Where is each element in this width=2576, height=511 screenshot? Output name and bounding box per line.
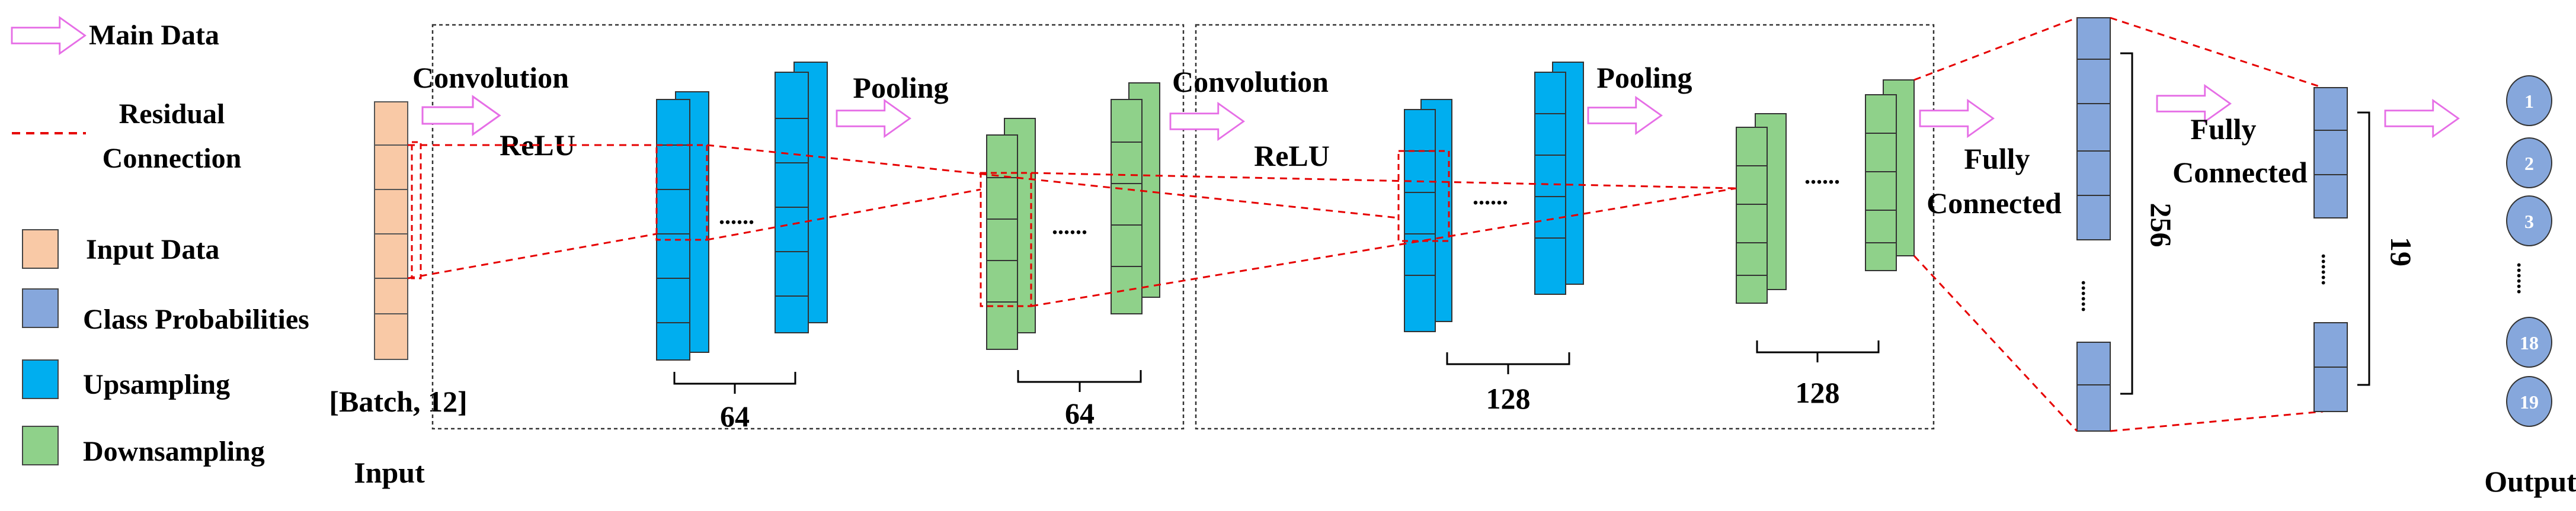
block2-conv-feature-map-first <box>1404 99 1452 332</box>
output-node-1 <box>2506 75 2552 126</box>
block1-pool-feature-map-first <box>986 118 1036 350</box>
block1-conv-receptive-field <box>655 144 708 241</box>
block2-main-arrow-pool <box>1587 97 1662 134</box>
fc1-size: 256 <box>2145 203 2178 248</box>
block1-conv-channels: 64 <box>720 400 750 433</box>
block2-relu-label: ReLU <box>1254 139 1330 172</box>
conv-block-2-frame <box>1195 24 1935 430</box>
block1-conv-label: Convolution <box>412 61 569 94</box>
legend-input-data-label: Input Data <box>86 234 219 265</box>
block2-conv-ellipsis: ...... <box>1473 183 1508 210</box>
block2-pool-brace <box>1756 340 1880 362</box>
input-label: Input <box>354 456 425 489</box>
legend-upsampling-label: Upsampling <box>83 369 230 400</box>
fc1-fan-lines <box>1913 17 2324 432</box>
block1-conv-brace <box>673 372 796 394</box>
legend-input-data-swatch <box>22 229 59 269</box>
output-node-18-label: 18 <box>2520 332 2539 353</box>
fc1-brace <box>2120 52 2133 395</box>
output-main-arrow <box>2384 99 2459 137</box>
block1-pool-label: Pooling <box>853 71 948 104</box>
residual-connections <box>407 144 1737 307</box>
legend-downsampling-swatch <box>22 426 59 465</box>
fc1-label-line2: Connected <box>1927 187 2062 220</box>
legend-residual-label-line1: Residual <box>119 98 225 130</box>
conv-block-1-frame <box>431 24 1185 430</box>
legend-main-data-label: Main Data <box>89 20 219 51</box>
block2-pool-label: Pooling <box>1596 61 1692 94</box>
block2-main-arrow-conv <box>1169 102 1244 140</box>
block1-main-arrow-pool <box>836 99 911 137</box>
block1-pool-ellipsis: ...... <box>1052 213 1087 239</box>
block2-conv-receptive-field <box>1397 150 1450 242</box>
output-node-18 <box>2506 317 2552 368</box>
fc2-label-line2: Connected <box>2172 156 2308 189</box>
block2-pool-ellipsis: ...... <box>1804 162 1840 189</box>
input-receptive-field <box>411 141 422 279</box>
block1-pool-receptive-field <box>980 172 1032 307</box>
output-node-2 <box>2506 137 2552 188</box>
block1-pool-brace <box>1017 370 1142 392</box>
block2-conv-brace <box>1446 352 1570 374</box>
block1-conv-feature-map-first <box>656 91 709 361</box>
legend-residual-label-line2: Connection <box>103 143 242 174</box>
block1-main-arrow-conv <box>421 95 501 136</box>
block2-conv-label: Convolution <box>1172 65 1329 98</box>
block2-conv-channels: 128 <box>1486 382 1531 415</box>
output-node-2-label: 2 <box>2524 153 2534 174</box>
fc2-brace <box>2357 111 2370 386</box>
fc1-label-line1: Fully <box>1964 142 2030 175</box>
legend-class-probabilities-label: Class Probabilities <box>83 304 309 335</box>
legend-upsampling-swatch <box>22 359 59 399</box>
legend-downsampling-label: Downsampling <box>83 436 265 467</box>
fc1-vector <box>2076 17 2111 432</box>
legend-class-probabilities-swatch <box>22 288 59 328</box>
input-shape-label: [Batch, 12] <box>329 385 467 418</box>
legend: Main Data Residual Connection Input Data… <box>11 17 309 467</box>
output-node-1-label: 1 <box>2524 91 2534 112</box>
block2-pool-feature-map-first <box>1736 113 1787 304</box>
output-label: Output <box>2484 465 2576 498</box>
output-node-19 <box>2506 376 2552 427</box>
output-node-19-label: 19 <box>2520 391 2539 413</box>
fc2-size: 19 <box>2385 237 2418 266</box>
block1-pool-feature-map-last <box>1111 82 1160 314</box>
output-node-3 <box>2506 195 2552 246</box>
fc2-ellipsis: ...... <box>2317 253 2341 285</box>
legend-main-data-arrow <box>11 17 86 54</box>
block2-conv-feature-map-last <box>1534 62 1584 295</box>
block2-pool-feature-map-last <box>1865 79 1915 271</box>
input-vector <box>374 101 408 360</box>
fc2-label-line1: Fully <box>2190 113 2256 146</box>
fc1-main-arrow <box>1919 99 1994 137</box>
block1-pool-channels: 64 <box>1065 397 1095 430</box>
output-ellipsis: ...... <box>2513 262 2536 294</box>
block2-pool-channels: 128 <box>1796 376 1840 409</box>
fc1-ellipsis: ...... <box>2077 280 2101 312</box>
block1-conv-feature-map-last <box>775 62 828 333</box>
output-node-3-label: 3 <box>2524 211 2534 232</box>
output-nodes: 1 2 3 ...... 18 19 <box>2506 75 2552 427</box>
block1-conv-ellipsis: ...... <box>719 203 754 229</box>
fc2-vector <box>2313 87 2348 412</box>
